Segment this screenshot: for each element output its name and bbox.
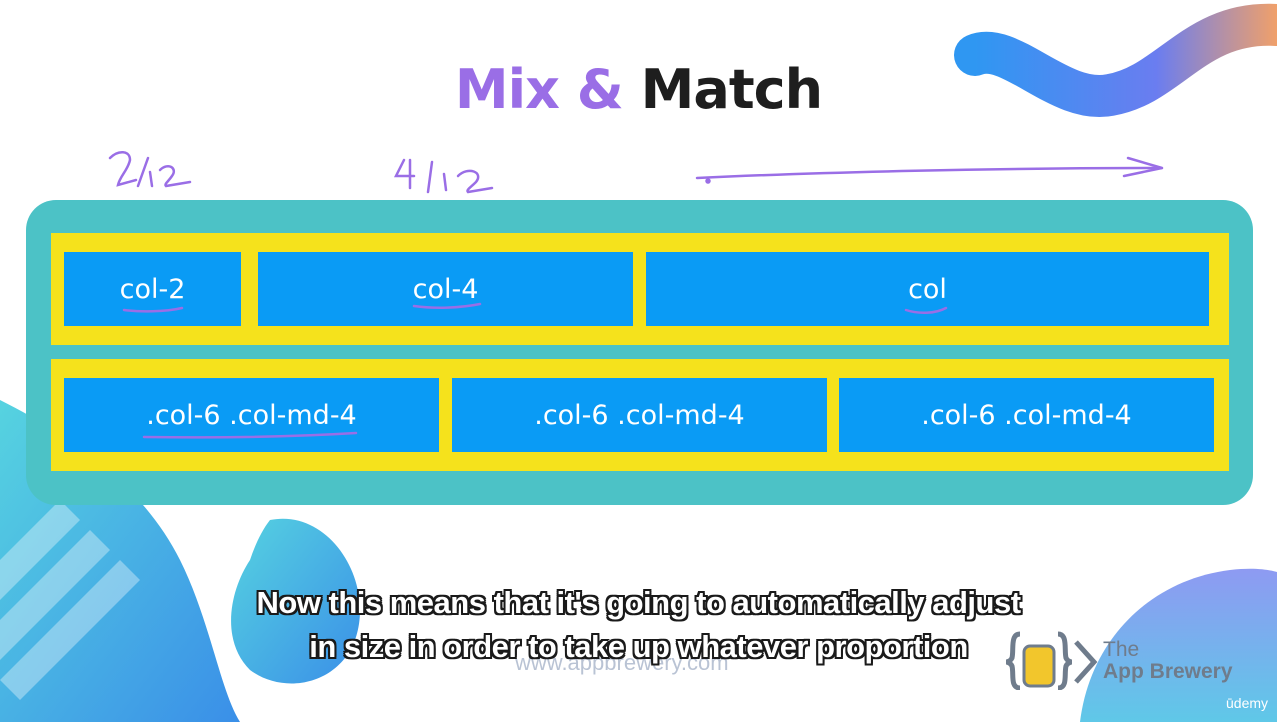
drop-shape <box>231 518 360 684</box>
ink-underline-col <box>904 306 948 314</box>
ink-underline-col-4 <box>412 302 482 309</box>
cell-label: .col-6 .col-md-4 <box>921 399 1132 431</box>
stripes-shape <box>0 500 140 700</box>
grid-cell-col-2: col-2 <box>64 252 241 326</box>
ink-fraction-2-12 <box>108 151 192 188</box>
cell-label: .col-6 .col-md-4 <box>146 399 357 431</box>
title-word-mix: Mix & <box>454 58 624 121</box>
cell-label: col-4 <box>412 273 479 305</box>
bottom-right-blob-shape <box>1080 568 1277 722</box>
grid-cell-col-4: col-4 <box>258 252 633 326</box>
slide-title: Mix & Match <box>0 58 1277 121</box>
title-word-match: Match <box>640 58 823 121</box>
udemy-watermark: ūdemy <box>1226 695 1269 711</box>
brand-name: App Brewery <box>1103 660 1233 683</box>
top-right-wave-shape <box>954 3 1277 117</box>
cell-label: .col-6 .col-md-4 <box>534 399 745 431</box>
caption-line-2: in size in order to take up whatever pro… <box>309 629 968 664</box>
ink-underline-col-2 <box>122 306 184 313</box>
grid-cell-col-6-md-4: .col-6 .col-md-4 <box>452 378 827 452</box>
app-brewery-logo-icon <box>1006 631 1098 690</box>
ink-arrow-icon <box>695 156 1164 184</box>
grid-cell-col-6-md-4: .col-6 .col-md-4 <box>839 378 1214 452</box>
ink-fraction-4-12 <box>393 158 494 194</box>
grid-cell-col-6-md-4: .col-6 .col-md-4 <box>64 378 439 452</box>
watermark-url: www.appbrewery.com <box>515 650 729 675</box>
cell-label: col <box>908 273 947 305</box>
brand-the: The <box>1103 638 1140 661</box>
caption-line-1: Now this means that it's going to automa… <box>256 585 1021 620</box>
ink-underline-col-6-md-4 <box>142 431 358 439</box>
cell-label: col-2 <box>119 273 186 305</box>
grid-cell-col: col <box>646 252 1209 326</box>
